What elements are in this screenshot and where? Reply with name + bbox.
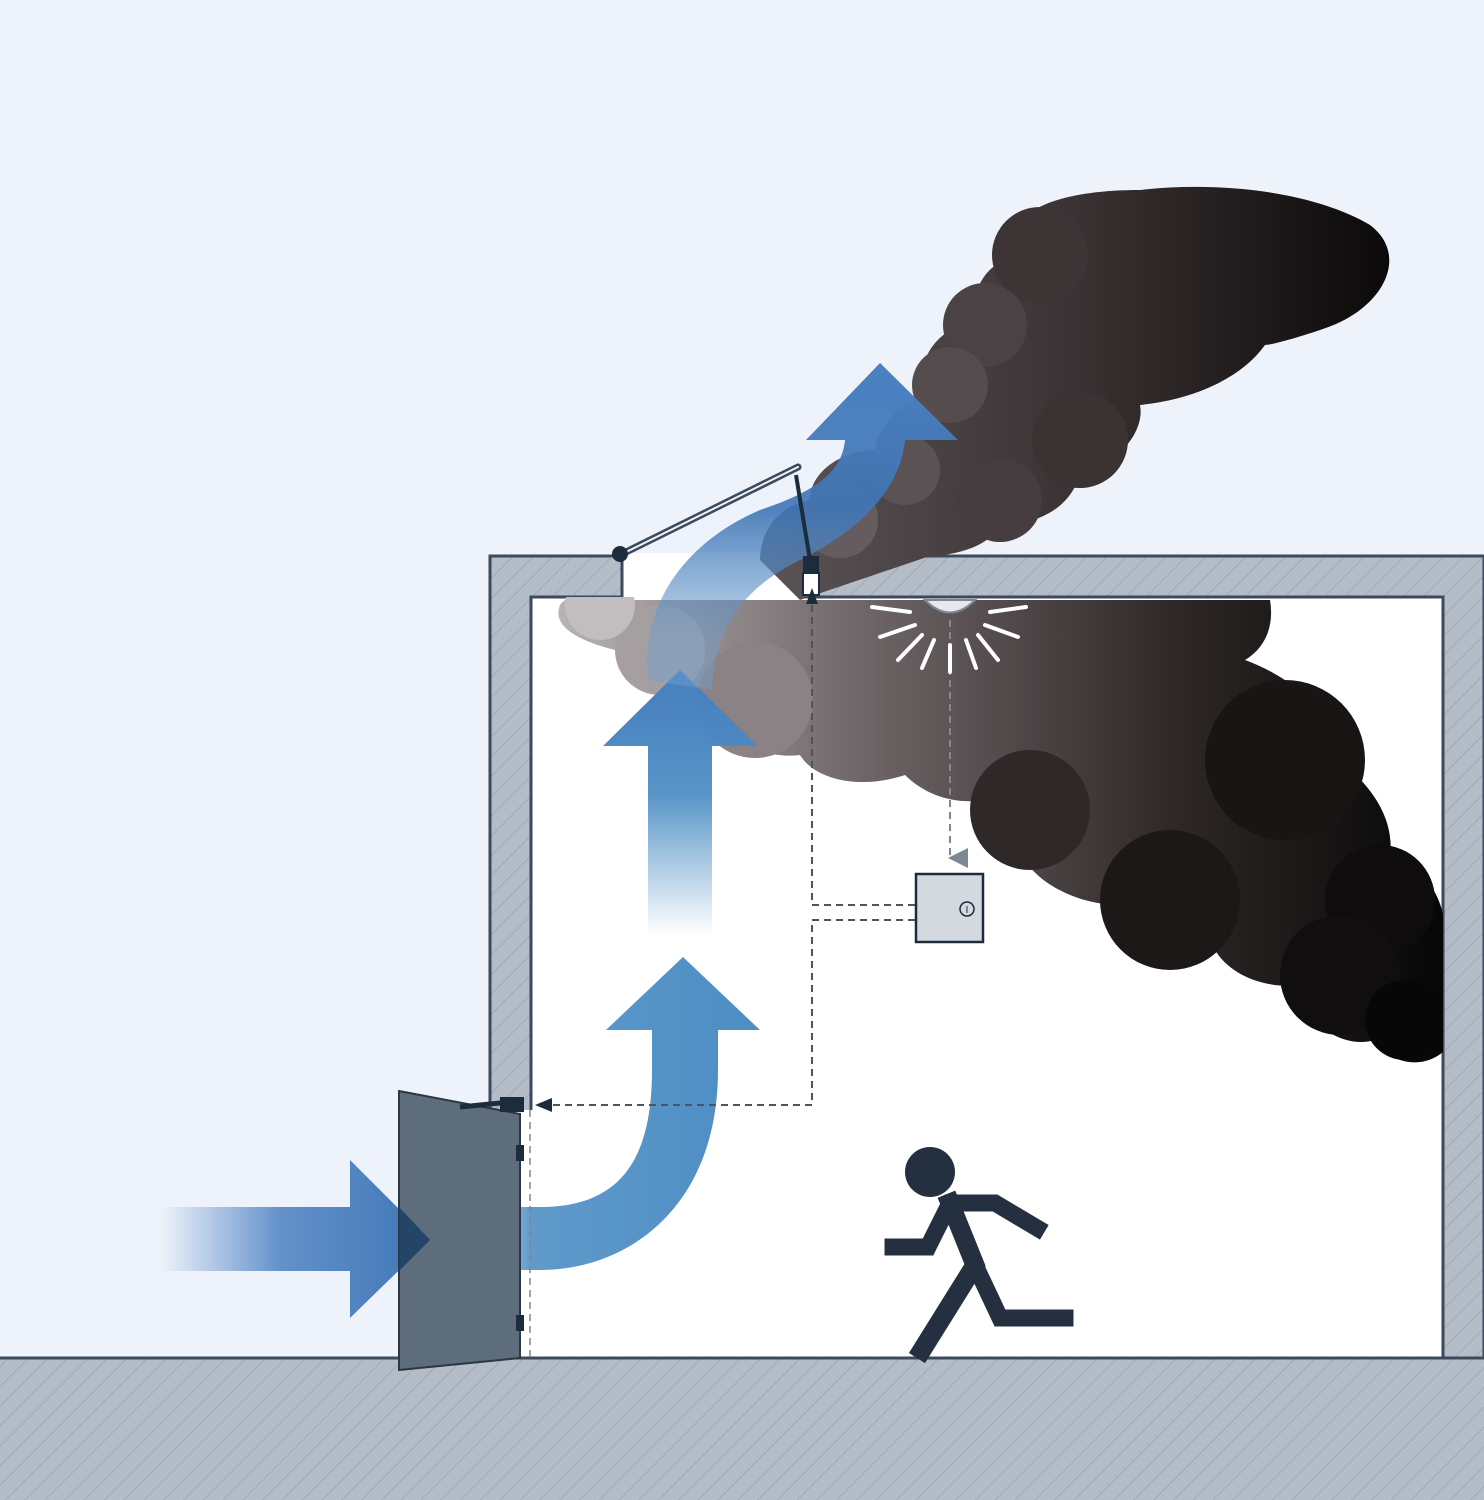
exhaust-smoke <box>760 186 1390 600</box>
vent-signal-arrowhead <box>806 588 818 604</box>
running-person-icon <box>884 1147 1074 1364</box>
updraft-arrow <box>603 670 758 935</box>
vent-actuator-rod <box>794 474 812 561</box>
person-leg-back <box>963 1253 1074 1327</box>
inflow-arrow <box>160 1160 430 1318</box>
control-panel-glyph: I <box>966 905 969 916</box>
signal-wiring <box>529 588 968 1358</box>
inflow-arrow-overlap <box>399 1207 430 1271</box>
control-panel-icon: I <box>914 872 985 944</box>
ground <box>0 1356 1484 1500</box>
door-hinge-bottom <box>516 1315 524 1331</box>
door-icon <box>398 1089 524 1372</box>
control-panel-box <box>914 872 985 944</box>
vent-flap-highlight <box>619 466 799 556</box>
panel-to-door-line <box>550 919 915 1106</box>
control-panel-indicator <box>959 901 975 917</box>
vent-actuator-icon <box>803 556 819 572</box>
smoke-detector-icon <box>870 599 1028 674</box>
inflow-bend-arrow <box>455 957 760 1270</box>
panel-to-vent-line <box>811 603 915 906</box>
roof-vent <box>612 463 820 596</box>
person-head <box>905 1147 955 1197</box>
room-smoke <box>558 597 1443 1063</box>
door-actuator-icon <box>500 1097 524 1112</box>
smoke-puffs <box>565 597 1443 1060</box>
door-signal-arrowhead <box>535 1098 552 1112</box>
door-hinge-top <box>516 1145 524 1161</box>
detector-rays <box>870 605 1028 674</box>
vent-hinge <box>612 546 628 562</box>
ground-slab <box>0 1358 1484 1500</box>
